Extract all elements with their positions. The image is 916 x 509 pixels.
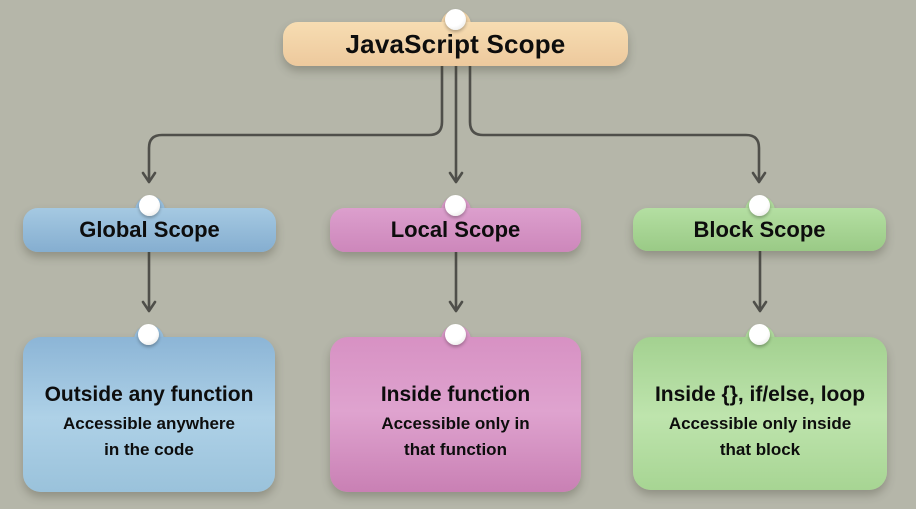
node-block-scope: Block Scope [633, 195, 886, 251]
global-detail-line1: Accessible anywhere [63, 414, 235, 433]
local-detail-line2: that function [404, 440, 507, 459]
global-scope-title: Global Scope [79, 217, 220, 242]
card-local-scope: Inside function Accessible only in that … [330, 324, 581, 492]
block-detail-line2: that block [719, 440, 801, 459]
card-block-scope: Inside {}, if/else, loop Accessible only… [633, 324, 887, 490]
node-local-scope: Local Scope [330, 195, 581, 252]
arrow-root-to-global [141, 58, 444, 184]
node-global-scope: Global Scope [23, 195, 276, 252]
local-scope-title: Local Scope [390, 217, 521, 242]
global-detail-heading: Outside any function [44, 383, 254, 406]
card-global-scope: Outside any function Accessible anywhere… [23, 324, 275, 492]
pin-icon [138, 195, 160, 216]
local-detail-heading: Inside function [380, 383, 531, 406]
pin-icon [444, 195, 466, 216]
local-detail-line1: Accessible only in [381, 414, 530, 433]
arrow-root-to-block [468, 58, 767, 184]
pin-icon [749, 324, 770, 345]
pin-icon [138, 324, 159, 345]
block-scope-title: Block Scope [693, 216, 826, 242]
pin-icon [444, 324, 466, 345]
global-detail-line2: in the code [104, 440, 194, 459]
block-detail-line1: Accessible only inside [668, 414, 852, 433]
block-detail-heading: Inside {}, if/else, loop [654, 383, 866, 406]
node-javascript-scope: JavaScript Scope [283, 9, 628, 66]
root-title: JavaScript Scope [345, 28, 566, 59]
pin-icon [748, 195, 770, 216]
pin-icon [444, 9, 466, 30]
